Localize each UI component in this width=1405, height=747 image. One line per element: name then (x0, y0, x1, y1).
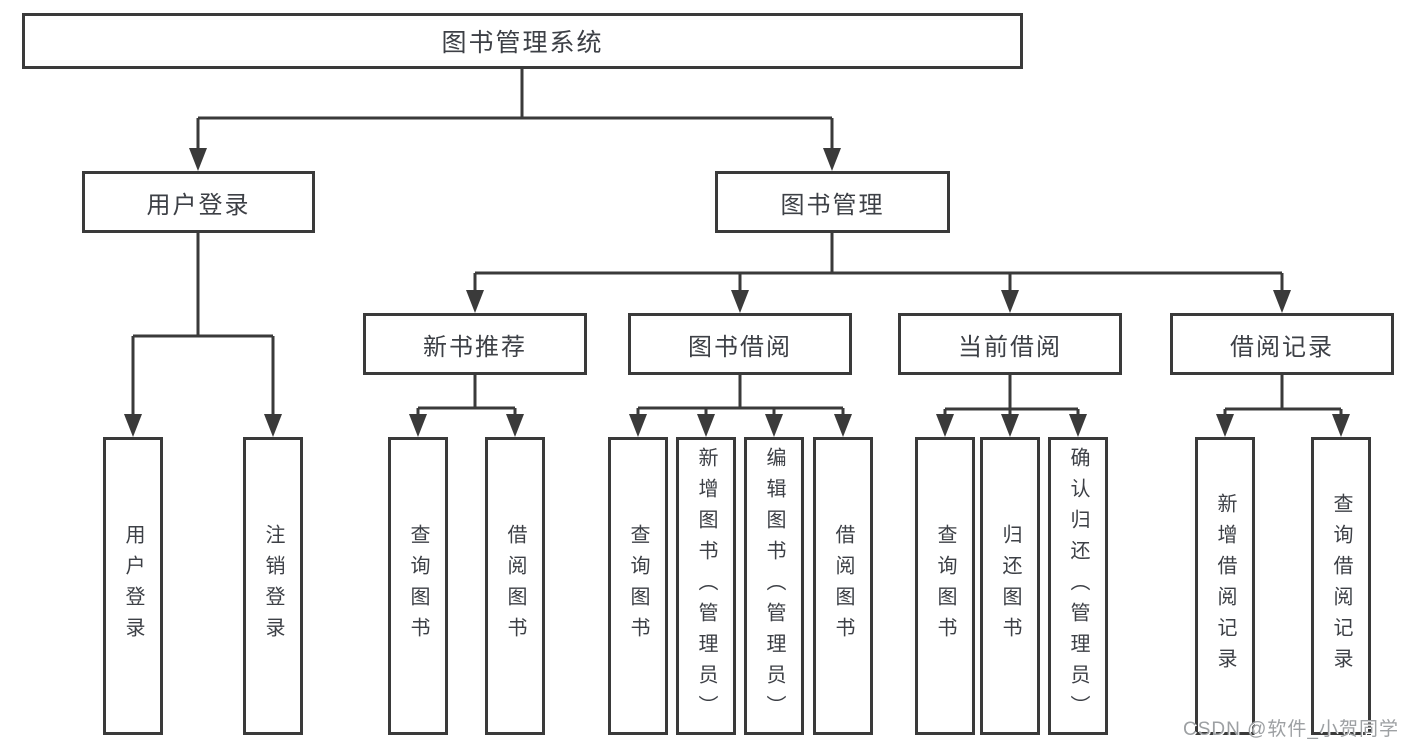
connector-root-to-level1 (189, 69, 841, 171)
node-leaf-query-borrow-record: 查询借阅记录 (1311, 437, 1371, 735)
leaf-label: 借阅图书 (832, 524, 854, 648)
node-leaf-query-books-recommend: 查询图书 (388, 437, 448, 735)
leaf-label: 注销登录 (262, 524, 284, 648)
node-user-login: 用户登录 (82, 171, 315, 233)
leaf-label: 查询图书 (627, 524, 649, 648)
leaf-label: 用户登录 (122, 524, 144, 648)
node-leaf-edit-book-admin: 编辑图书（管理员） (744, 437, 804, 735)
node-leaf-query-books-borrow: 查询图书 (608, 437, 668, 735)
leaf-label: 查询图书 (934, 524, 956, 648)
node-leaf-logout: 注销登录 (243, 437, 303, 735)
node-leaf-add-book-admin: 新增图书（管理员） (676, 437, 736, 735)
connector-current-borrow-branch (936, 375, 1087, 437)
connector-user-login-branch (124, 233, 282, 437)
node-leaf-add-borrow-record: 新增借阅记录 (1195, 437, 1255, 735)
node-new-book-recommendation: 新书推荐 (363, 313, 587, 375)
leaf-label: 归还图书 (999, 524, 1021, 648)
connector-new-book-branch (409, 375, 524, 437)
node-book-management: 图书管理 (715, 171, 950, 233)
leaf-label: 确认归还（管理员） (1067, 446, 1089, 726)
node-current-borrowing: 当前借阅 (898, 313, 1122, 375)
node-leaf-return-books: 归还图书 (980, 437, 1040, 735)
connector-book-borrow-branch (629, 375, 852, 437)
leaf-label: 查询图书 (407, 524, 429, 648)
node-borrowing-records: 借阅记录 (1170, 313, 1394, 375)
watermark: CSDN @软件_小贺同学 (1183, 719, 1399, 740)
leaf-label: 新增图书（管理员） (695, 446, 717, 726)
node-leaf-confirm-return-admin: 确认归还（管理员） (1048, 437, 1108, 735)
node-leaf-borrow-books: 借阅图书 (813, 437, 873, 735)
node-leaf-user-login: 用户登录 (103, 437, 163, 735)
node-leaf-query-books-current: 查询图书 (915, 437, 975, 735)
connector-book-management-branch (466, 233, 1291, 313)
leaf-label: 新增借阅记录 (1214, 493, 1236, 679)
leaf-label: 编辑图书（管理员） (763, 446, 785, 726)
leaf-label: 查询借阅记录 (1330, 493, 1352, 679)
node-leaf-borrow-books-recommend: 借阅图书 (485, 437, 545, 735)
connector-borrow-record-branch (1216, 375, 1350, 437)
node-library-management-system: 图书管理系统 (22, 13, 1023, 69)
node-book-borrowing: 图书借阅 (628, 313, 852, 375)
leaf-label: 借阅图书 (504, 524, 526, 648)
